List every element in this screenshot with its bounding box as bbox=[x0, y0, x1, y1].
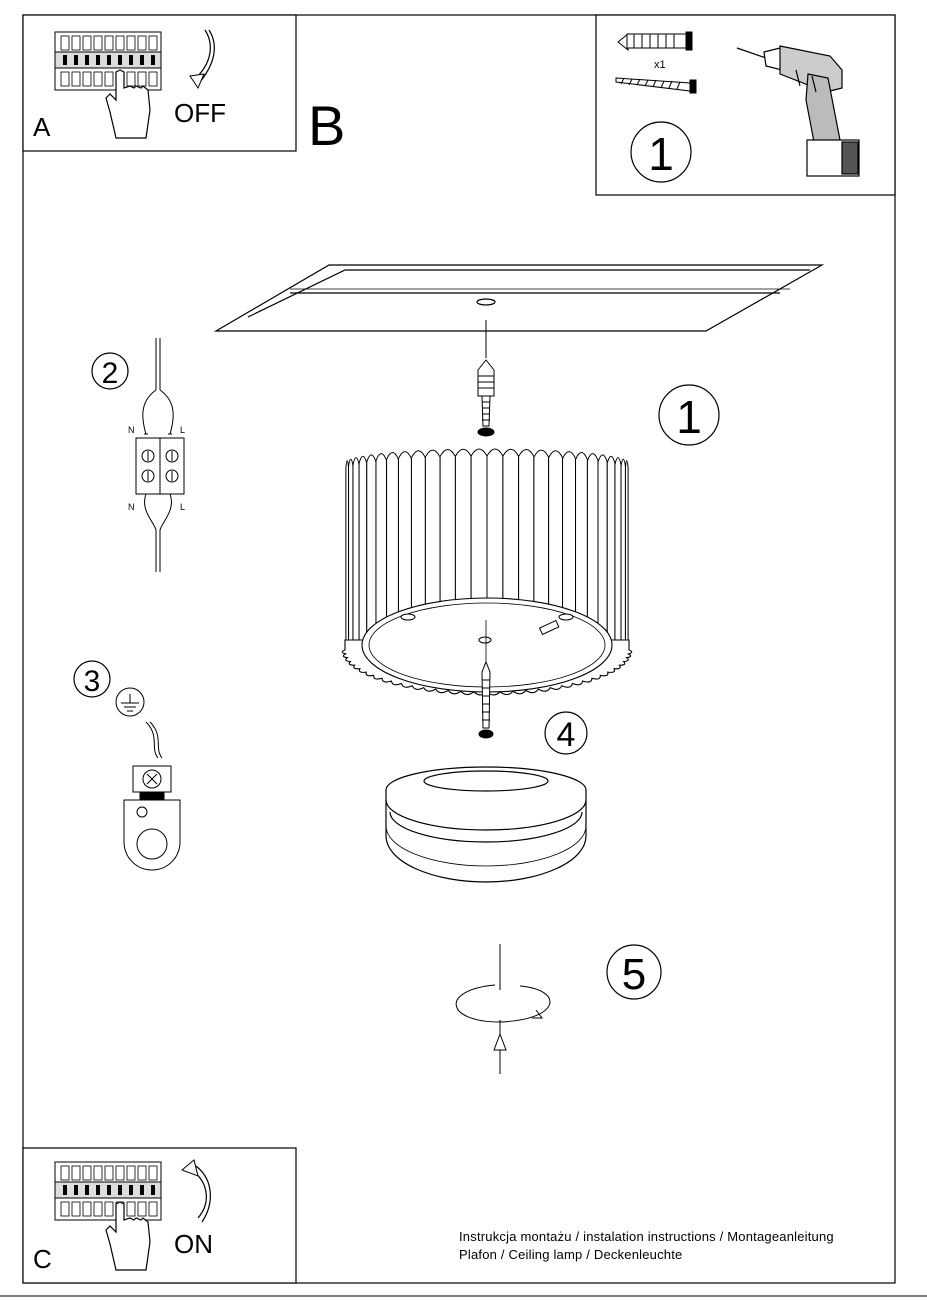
hand-icon bbox=[105, 69, 151, 139]
lamp-body bbox=[341, 448, 633, 696]
panel-c: C ON bbox=[22, 1147, 297, 1284]
terminal-n-bottom: N bbox=[128, 502, 135, 512]
caption-line-2: Plafon / Ceiling lamp / Deckenleuchte bbox=[459, 1247, 683, 1262]
step-3-circle bbox=[73, 660, 111, 698]
quantity-label: x1 bbox=[654, 59, 666, 71]
breaker-panel-icon-c bbox=[54, 1161, 162, 1221]
step-2-number: 2 bbox=[102, 357, 119, 390]
rotate-arrow bbox=[455, 944, 551, 1074]
page-frame bbox=[22, 14, 896, 1284]
step-5-number: 5 bbox=[622, 950, 646, 999]
hand-icon-c bbox=[105, 1201, 151, 1271]
fixing-screw bbox=[478, 620, 494, 739]
terminal-l-top: L bbox=[180, 425, 185, 435]
panel-a-letter: A bbox=[33, 112, 51, 142]
step-1-circle bbox=[658, 384, 720, 446]
step-1-number: 1 bbox=[676, 391, 702, 443]
switch-off-arrow bbox=[195, 29, 211, 79]
step-3-number: 3 bbox=[84, 665, 101, 698]
panel-c-letter: C bbox=[33, 1244, 52, 1274]
screw-icon bbox=[615, 77, 697, 94]
panel-a: A OFF bbox=[22, 14, 297, 152]
tools-step-number: 1 bbox=[648, 128, 674, 180]
wall-plug-icon bbox=[617, 31, 693, 52]
ground-icon bbox=[115, 687, 145, 717]
ceiling-plate bbox=[213, 264, 825, 332]
step-4-number: 4 bbox=[557, 716, 576, 754]
step-5-circle bbox=[606, 944, 662, 1000]
tools-step-circle bbox=[630, 121, 692, 183]
breaker-panel-icon bbox=[54, 31, 162, 91]
caption-line-1: Instrukcja montażu / instalation instruc… bbox=[459, 1229, 834, 1244]
drill-icon bbox=[736, 45, 860, 177]
on-label: ON bbox=[174, 1229, 213, 1259]
step-4-circle bbox=[544, 711, 588, 755]
switch-on-arrow bbox=[195, 1165, 211, 1223]
tools-panel: x1 1 bbox=[595, 14, 896, 196]
terminal-block-icon bbox=[135, 338, 185, 572]
step-2-circle bbox=[91, 352, 129, 390]
dowel-icon bbox=[477, 359, 495, 437]
panel-b-letter: B bbox=[308, 94, 345, 157]
terminal-n-top: N bbox=[128, 425, 135, 435]
terminal-l-bottom: L bbox=[180, 502, 185, 512]
ground-terminal-icon bbox=[123, 721, 181, 871]
off-label: OFF bbox=[174, 98, 226, 128]
lamp-cover bbox=[385, 766, 587, 883]
